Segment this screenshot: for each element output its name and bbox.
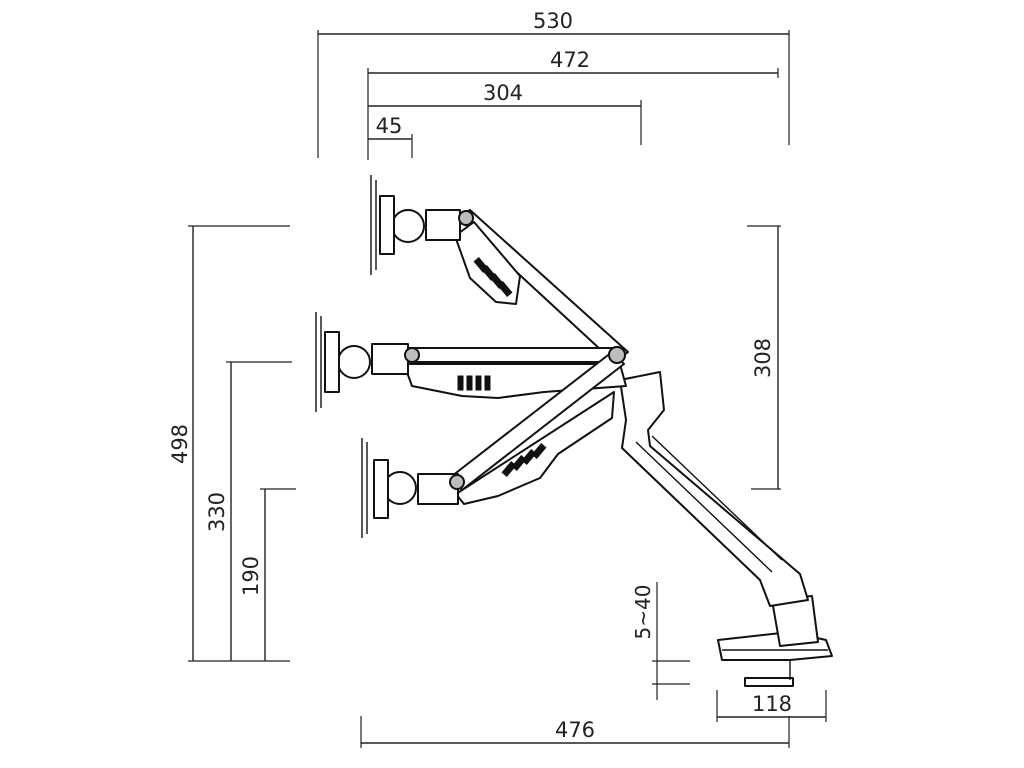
dimension-low-height: 190	[239, 488, 296, 661]
dimension-label-low-height: 190	[239, 556, 263, 596]
dimension-label-desk-thickness: 5~40	[631, 585, 655, 640]
dimension-label-total-height: 498	[168, 424, 192, 464]
dimension-label-overall-width: 530	[533, 9, 573, 33]
dimension-label-mid-height: 330	[205, 492, 229, 532]
pole-arm	[619, 371, 809, 607]
arm-position-lowered	[361, 351, 625, 538]
dimension-label-clamp-depth: 118	[752, 692, 792, 716]
dimension-label-arm-reach: 472	[550, 48, 590, 72]
dimension-total-height: 498	[168, 225, 290, 662]
dimension-arm-reach: 472	[367, 48, 779, 160]
dimension-label-plate-offset: 45	[376, 114, 403, 138]
dimension-label-base-span: 476	[555, 718, 595, 742]
dimension-plate-offset: 45	[368, 114, 413, 158]
dimension-overall-width: 530	[317, 9, 790, 158]
dimension-lift-range: 308	[747, 225, 781, 490]
dimension-desk-thickness: 5~40	[631, 582, 690, 700]
dimension-clamp-depth: 118	[716, 690, 827, 722]
dimension-label-lift-range: 308	[751, 338, 775, 378]
dimension-base-span: 476	[360, 716, 790, 748]
dimension-mid-height: 330	[205, 361, 292, 661]
desk-clamp	[717, 595, 833, 687]
center-pivot	[608, 346, 626, 364]
dimension-fold-reach: 304	[368, 81, 642, 145]
dimension-label-fold-reach: 304	[483, 81, 523, 105]
arm-position-raised	[370, 175, 629, 363]
